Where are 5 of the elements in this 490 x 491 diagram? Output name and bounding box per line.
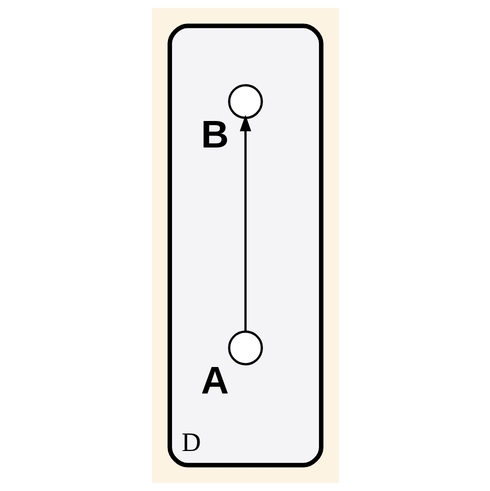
node-label: B [200, 113, 228, 156]
node-label: A [200, 360, 228, 403]
node-circle [228, 84, 262, 119]
node-circle [228, 330, 262, 366]
arrow [239, 114, 251, 332]
